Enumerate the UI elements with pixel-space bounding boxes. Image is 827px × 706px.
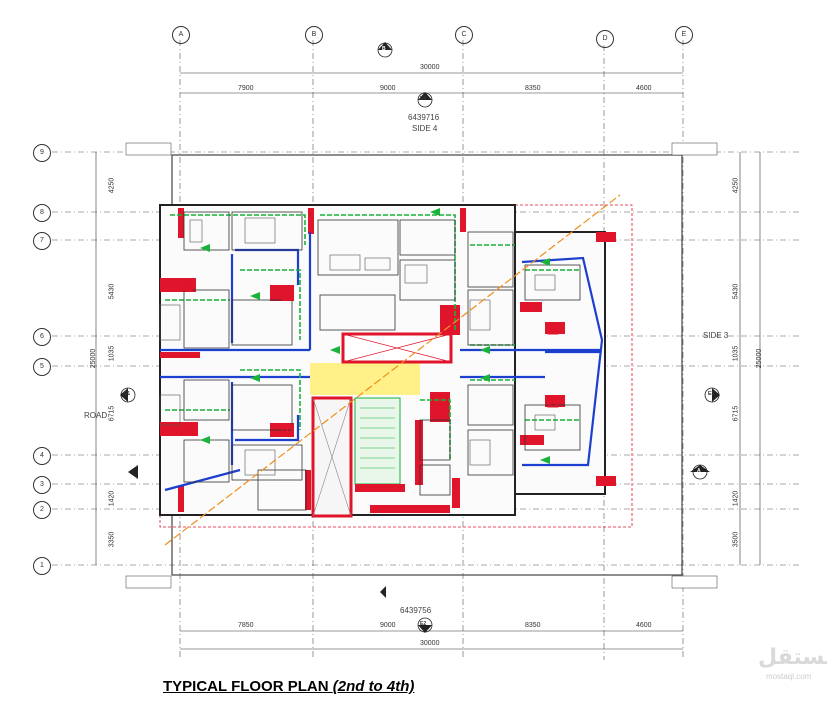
side-left-label: ROAD xyxy=(84,411,108,420)
dim-right-5: 1420 xyxy=(732,490,740,507)
dim-bottom-total: 30000 xyxy=(420,640,440,647)
dim-left-6: 3350 xyxy=(108,531,116,548)
dimension-lines xyxy=(95,72,761,650)
section-markers xyxy=(120,42,720,633)
grid-bubble-col-c: C xyxy=(455,26,473,44)
side-top-label: SIDE 4 xyxy=(412,124,438,133)
dim-right-3: 1035 xyxy=(732,345,740,362)
stair xyxy=(354,397,401,485)
core-highlight xyxy=(310,363,420,395)
marker-e1: E1 xyxy=(124,391,131,397)
dim-left-5: 1420 xyxy=(108,490,116,507)
marker-e2: E2 xyxy=(420,621,427,627)
drawing-title-main: TYPICAL FLOOR PLAN xyxy=(163,678,333,695)
grid-bubble-col-a: A xyxy=(172,26,190,44)
dim-right-4: 6715 xyxy=(732,405,740,422)
grid-bubble-col-d: D xyxy=(596,30,614,48)
marker-section-a: A xyxy=(697,468,701,474)
building xyxy=(159,194,621,546)
survey-line xyxy=(164,194,621,546)
dim-right-6: 3500 xyxy=(732,531,740,548)
watermark-url: mostaql.com xyxy=(766,672,812,681)
grid-bubble-row-4: 4 xyxy=(33,447,51,465)
marker-e3: E3 xyxy=(708,391,715,397)
drawing-title-sub: (2nd to 4th) xyxy=(332,678,415,695)
grid-bubble-row-7: 7 xyxy=(33,232,51,250)
dim-top-1: 7900 xyxy=(238,85,254,92)
dim-right-1: 4250 xyxy=(732,177,740,194)
grid-bubble-row-2: 2 xyxy=(33,501,51,519)
grid-bubble-row-8: 8 xyxy=(33,204,51,222)
dim-right-2: 5430 xyxy=(732,283,740,300)
grid-bubble-row-6: 6 xyxy=(33,328,51,346)
dim-bottom-3: 8350 xyxy=(525,622,541,629)
dim-left-4: 6715 xyxy=(108,405,116,422)
side-right-label: SIDE 3 xyxy=(703,331,729,340)
plot-id-bottom: 6439756 xyxy=(400,606,432,615)
marker-section-b: B xyxy=(382,46,386,52)
grid-bubble-row-9: 9 xyxy=(33,144,51,162)
dim-top-2: 9000 xyxy=(380,85,396,92)
watermark-logo: مستقل xyxy=(758,645,827,670)
plot-id-top: 6439716 xyxy=(408,113,440,122)
grid-bubble-row-5: 5 xyxy=(33,358,51,376)
dim-left-1: 4250 xyxy=(108,177,116,194)
dim-left-3: 1035 xyxy=(108,345,116,362)
grid-bubble-col-e: E xyxy=(675,26,693,44)
dim-bottom-4: 4600 xyxy=(636,622,652,629)
dim-left-2: 5430 xyxy=(108,283,116,300)
grid-bubble-row-1: 1 xyxy=(33,557,51,575)
dim-top-3: 8350 xyxy=(525,85,541,92)
grid-bubble-col-b: B xyxy=(305,26,323,44)
marker-e4: E4 xyxy=(420,96,427,102)
dim-top-4: 4600 xyxy=(636,85,652,92)
dim-bottom-1: 7850 xyxy=(238,622,254,629)
grid-bubble-row-3: 3 xyxy=(33,476,51,494)
dim-top-total: 30000 xyxy=(420,64,440,71)
drawing-title: TYPICAL FLOOR PLAN (2nd to 4th) xyxy=(163,678,414,695)
dim-bottom-2: 9000 xyxy=(380,622,396,629)
dim-left-total: 25000 xyxy=(90,348,98,369)
dim-right-total: 25000 xyxy=(756,348,764,369)
